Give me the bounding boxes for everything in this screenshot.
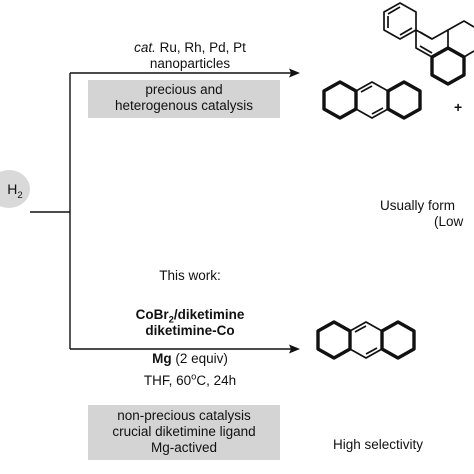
bottom-note-line2: crucial diketimine ligand: [112, 424, 256, 439]
octahydroanthracene-structure-upper: [322, 80, 422, 120]
this-work-heading: This work:: [159, 268, 221, 283]
hydrogen-subscript: 2: [17, 189, 23, 201]
reductant-text: Mg (2 equiv): [90, 351, 290, 367]
octahydroanthracene-structure-lower: [316, 320, 416, 360]
bottom-route-note-box: non-precious catalysis crucial diketimin…: [88, 405, 280, 460]
top-catalyst-text: cat. Ru, Rh, Pd, Pt nanoparticles: [90, 40, 290, 72]
magnesium-equiv: (2 equiv): [171, 351, 228, 366]
cobalt-bromide-label: CoBr: [135, 307, 169, 322]
top-route-note-box: precious and heterogenous catalysis: [88, 80, 280, 118]
top-outcome-line1: Usually form: [380, 198, 456, 213]
anthracene-partial-structure: [383, 2, 474, 86]
magnesium-label: Mg: [152, 351, 172, 366]
bottom-outcome-text: High selectivity: [333, 437, 424, 452]
top-arrow-head: [289, 68, 300, 78]
diketimine-co-label: diketimine-Co: [145, 323, 235, 338]
top-note-line2: heterogenous catalysis: [114, 98, 254, 113]
metal-list: Ru, Rh, Pd, Pt: [155, 40, 246, 55]
bottom-note-line1: non-precious catalysis: [117, 408, 251, 423]
time-label: C, 24h: [196, 373, 237, 388]
hydrogen-symbol: H: [7, 181, 18, 197]
cat-abbreviation: cat.: [134, 40, 156, 55]
top-note-line1: precious and: [145, 82, 223, 97]
nanoparticles-label: nanoparticles: [149, 56, 231, 71]
conditions-text: THF, 60oC, 24h: [90, 371, 290, 389]
degree-superscript: o: [191, 371, 197, 383]
top-outcome-text: Usually form (Low: [380, 198, 463, 230]
bottom-arrow-head: [289, 344, 300, 354]
top-outcome-line2: (Low: [434, 214, 464, 229]
bottom-note-line3: Mg-actived: [150, 440, 218, 455]
solvent-temp-label: THF, 60: [143, 373, 192, 388]
diketimine-label: /diketimine: [173, 307, 245, 322]
bromide-subscript: 2: [168, 314, 174, 326]
catalyst-system-text: CoBr2/diketimine diketimine-Co: [90, 307, 290, 339]
plus-sign: +: [454, 99, 463, 115]
